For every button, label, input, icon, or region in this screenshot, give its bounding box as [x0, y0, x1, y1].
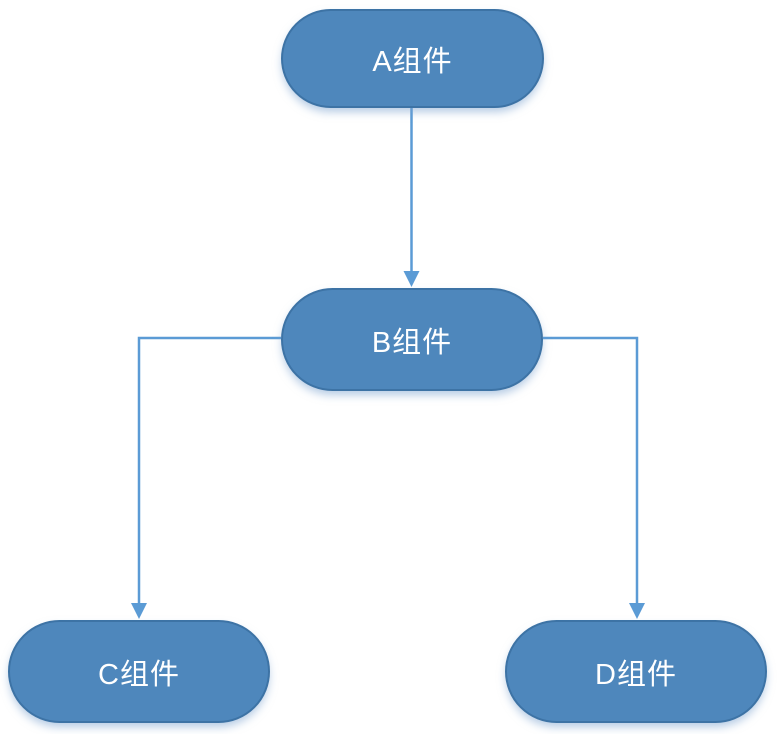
edge-b-d	[543, 336, 645, 619]
edge-b-c	[131, 336, 281, 619]
arrowhead-down-icon	[403, 271, 420, 287]
node-a: A组件	[281, 9, 544, 108]
node-b: B组件	[281, 288, 543, 391]
node-c: C组件	[8, 620, 270, 723]
arrowhead-down-icon	[629, 603, 645, 619]
edge-b-d-line	[543, 336, 639, 604]
node-d: D组件	[505, 620, 767, 723]
edge-b-c-line	[137, 336, 281, 604]
arrowhead-down-icon	[131, 603, 147, 619]
edge-a-b	[403, 108, 420, 287]
